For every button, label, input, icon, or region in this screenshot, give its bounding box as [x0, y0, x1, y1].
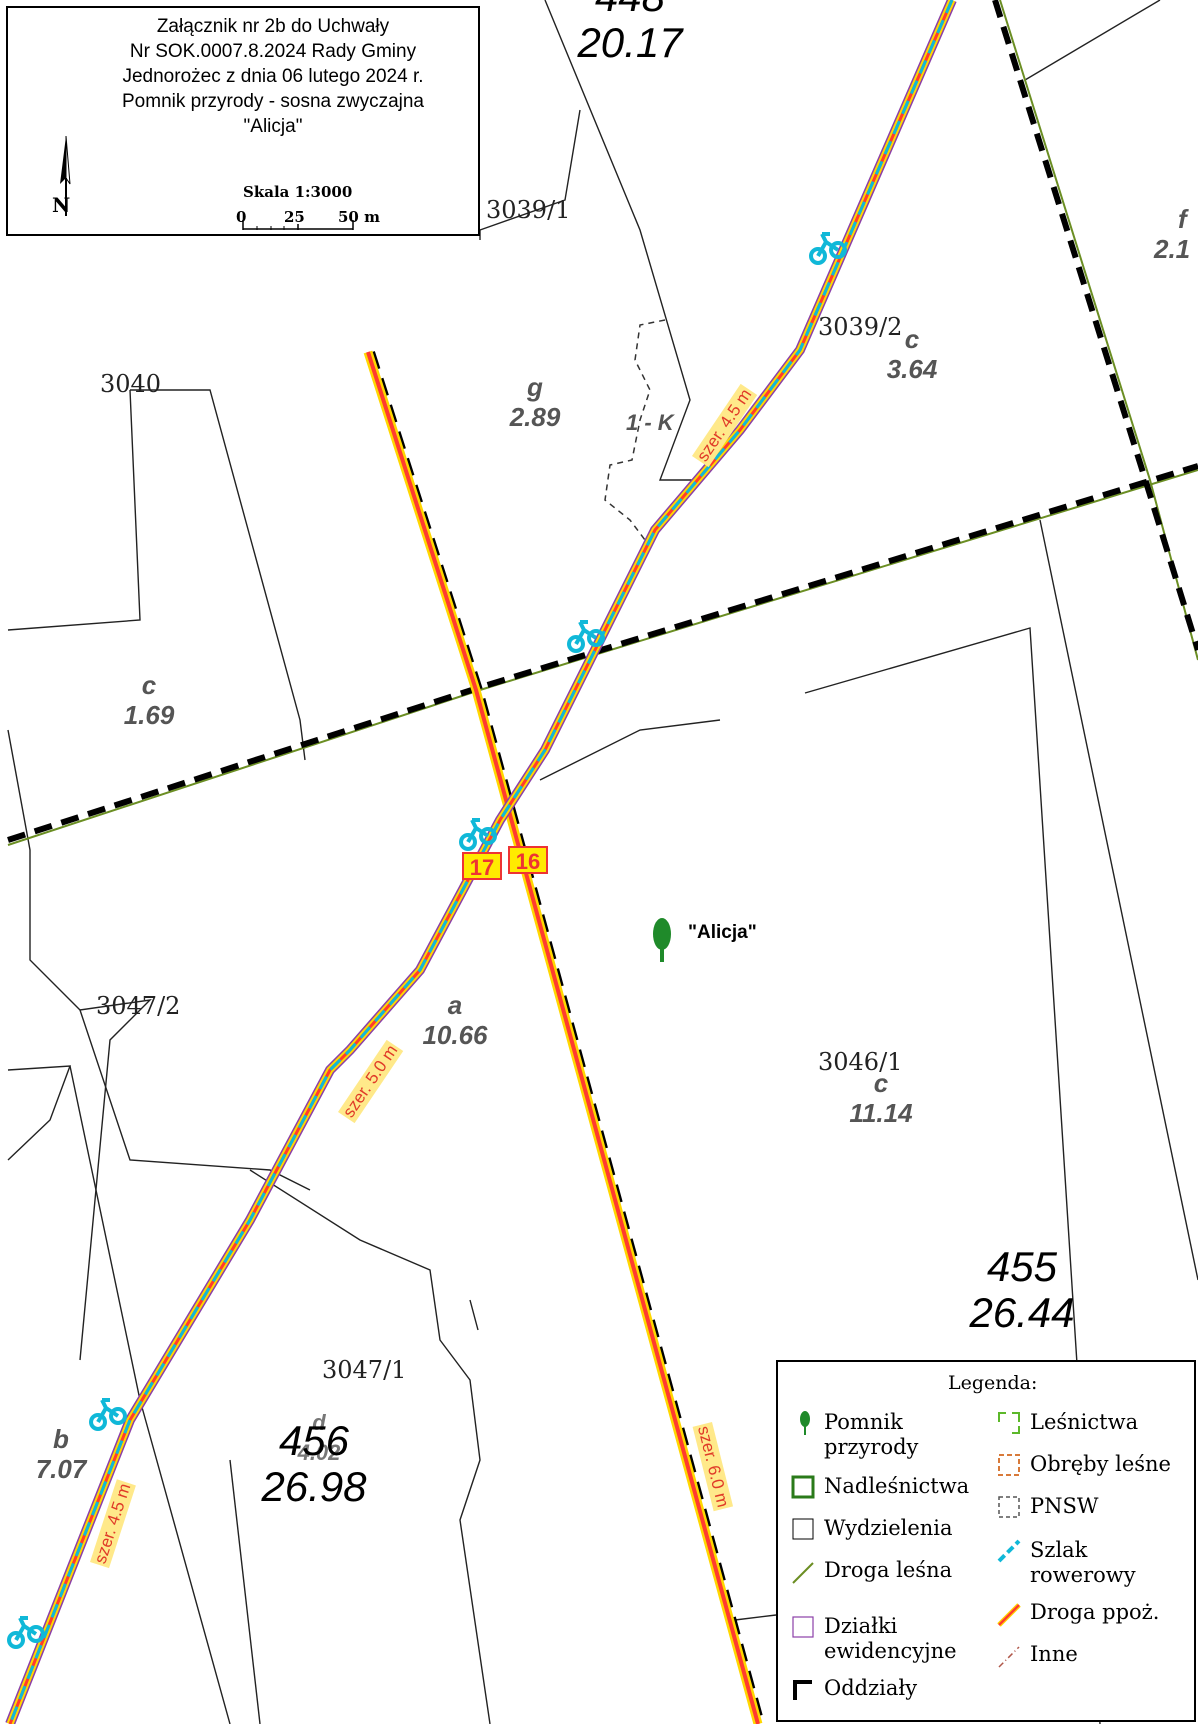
north-arrow-icon — [60, 135, 71, 216]
subdivision-area: 1.69 — [123, 700, 175, 730]
parcel-label: 3040 — [100, 370, 162, 398]
legend-label: Szlak rowerowy — [1030, 1538, 1136, 1587]
legend-label: Leśnictwa — [1030, 1410, 1139, 1434]
legend-title: Legenda: — [948, 1372, 1038, 1394]
section-label: 455 26.44 — [952, 1244, 1092, 1336]
scale-bar — [242, 220, 354, 230]
dashdot-brown-icon — [998, 1646, 1020, 1668]
subdivision-letter: c — [873, 1068, 889, 1098]
subdivision-label: c 11.14 — [836, 1068, 926, 1128]
legend-label: Wydzielenia — [824, 1516, 953, 1540]
tree-icon — [653, 918, 671, 962]
legend-label: PNSW — [1030, 1494, 1099, 1518]
title-line: Jednorożec z dnia 06 lutego 2024 r. — [122, 66, 424, 87]
scale-tick-25: 25 — [284, 208, 305, 226]
legend-label: Oddziały — [824, 1676, 918, 1700]
section-label: 456 26.98 — [244, 1418, 384, 1510]
subdivision-label: c 3.64 — [875, 324, 949, 384]
bicycle-icon — [459, 818, 497, 851]
bicycle-icon — [567, 620, 605, 653]
square-green-icon — [791, 1475, 815, 1499]
bicycle-icon — [89, 1398, 127, 1431]
subdivision-area: 10.66 — [422, 1020, 488, 1050]
subdivision-letter: c — [141, 670, 157, 700]
parcel-label: 3039/2 — [818, 313, 903, 341]
legend-label: Droga leśna — [824, 1558, 953, 1582]
north-label: N — [52, 193, 71, 217]
square-black-icon — [792, 1518, 814, 1540]
legend-label: Pomnik przyrody — [824, 1410, 919, 1459]
subdivision-letter: b — [53, 1424, 69, 1454]
title-line: Załącznik nr 2b do Uchwały — [156, 16, 390, 37]
subdivision-label: g 2.89 — [498, 372, 572, 432]
section-number: 455 — [986, 1243, 1058, 1290]
subdivision-area: 11.14 — [849, 1098, 913, 1128]
subdivision-letter: f — [1178, 204, 1187, 234]
subdivision-area: 2.89 — [509, 402, 561, 432]
dashed-cyan-icon — [997, 1539, 1021, 1563]
legend-label: Obręby leśne — [1030, 1452, 1171, 1476]
legend: Legenda: Pomnik przyrody Nadleśnictwa Wy… — [776, 1360, 1196, 1722]
section-number: 448 — [570, 0, 690, 20]
subdivision-letter: d — [312, 1410, 326, 1435]
fire-road-6m — [366, 351, 760, 1724]
subdivision-letter: a — [447, 990, 463, 1020]
title-text: Załącznik nr 2b do Uchwały Nr SOK.0007.8… — [68, 14, 478, 139]
legend-label: Inne — [1030, 1642, 1078, 1666]
bicycle-icon — [809, 232, 847, 265]
parcel-label: 3039/1 — [486, 196, 571, 224]
subdivision-area: 2.1 — [1154, 234, 1191, 264]
title-box: Załącznik nr 2b do Uchwały Nr SOK.0007.8… — [6, 6, 480, 236]
section-area: 20.17 — [577, 19, 683, 66]
corner-black-icon — [793, 1680, 812, 1700]
subdivision-label: a 10.66 — [410, 990, 500, 1050]
scale-tick-0: 0 — [236, 208, 247, 226]
parcel-label: 3047/1 — [322, 1356, 407, 1384]
boundary-lines — [7, 0, 1198, 1724]
line-green-icon — [792, 1562, 814, 1584]
bike-trail — [8, 0, 954, 1724]
scale-tick-50: 50 m — [338, 208, 380, 226]
subdivision-letter: g — [527, 372, 543, 402]
bicycle-icon — [7, 1616, 45, 1649]
parcel-label: 3046/1 — [818, 1048, 903, 1076]
line-red-icon — [997, 1603, 1021, 1627]
section-badge: 16 — [508, 846, 548, 874]
title-line: Nr SOK.0007.8.2024 Rady Gminy — [129, 41, 417, 62]
subdivision-area: 4.02 — [297, 1440, 341, 1465]
monument-name: "Alicja" — [688, 922, 757, 943]
tree-icon — [800, 1411, 810, 1435]
subdivision-label: d 4.02 — [282, 1408, 356, 1468]
subdivision-label: c 1.69 — [112, 670, 186, 730]
pnsw-boundary — [604, 319, 666, 541]
dashed-orange-icon — [998, 1454, 1020, 1476]
subdivision-label: b 7.07 — [24, 1424, 98, 1484]
section-area: 26.44 — [969, 1289, 1075, 1336]
subdivision-letter: c — [904, 324, 920, 354]
pnsw-label: 1 - K — [626, 410, 674, 435]
subdivision-area: 7.07 — [35, 1454, 87, 1484]
scale-title: Skala 1:3000 — [243, 183, 353, 201]
square-purple-icon — [792, 1616, 814, 1638]
section-badge: 17 — [462, 852, 502, 880]
section-label: 448 20.17 — [570, 0, 690, 66]
bracket-green-icon — [998, 1412, 1020, 1434]
section-number: 456 — [278, 1417, 350, 1464]
dashed-gray-icon — [998, 1496, 1020, 1518]
legend-label: Droga ppoż. — [1030, 1600, 1160, 1624]
subdivision-area: 3.64 — [886, 354, 938, 384]
title-line: "Alicja" — [243, 116, 303, 137]
parcel-label: 3047/2 — [96, 992, 181, 1020]
legend-label: Nadleśnictwa — [824, 1474, 970, 1498]
legend-label: Działki ewidencyjne — [824, 1614, 957, 1663]
title-line: Pomnik przyrody - sosna zwyczajna — [122, 91, 424, 112]
section-area: 26.98 — [261, 1463, 367, 1510]
subdivision-label: f 2.1 — [1140, 204, 1196, 264]
